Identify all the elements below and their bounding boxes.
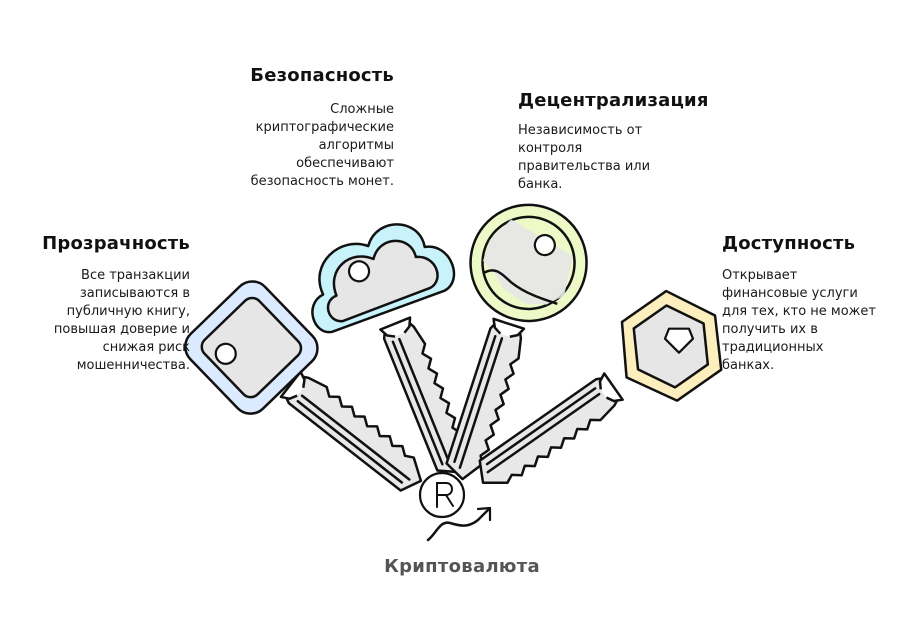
feature-description: Открывает финансовые услуги для тех, кто… (722, 268, 876, 373)
feature-decentralization: Децентрализация Независимость от контрол… (518, 90, 738, 194)
feature-description: Сложные криптографические алгоритмы обес… (250, 102, 394, 189)
key-security-icon (311, 223, 476, 482)
feature-title: Доступность (722, 233, 856, 254)
feature-accessibility: Доступность Открывает финансовые услуги … (722, 233, 902, 375)
feature-description: Все транзакции записываются в публичную … (53, 268, 190, 373)
feature-title: Безопасность (250, 65, 394, 86)
feature-title: Децентрализация (518, 90, 709, 111)
feature-description: Независимость от контроля правительства … (518, 123, 651, 192)
key-accessibility-icon (470, 289, 723, 498)
feature-security: Безопасность Сложные криптографические а… (214, 65, 394, 191)
key-transparency-icon (184, 280, 432, 498)
ruble-growth-icon (418, 471, 492, 542)
feature-transparency: Прозрачность Все транзакции записываются… (30, 233, 190, 375)
center-label: Криптовалюта (384, 556, 540, 577)
feature-title: Прозрачность (42, 233, 190, 254)
key-decentralization-icon (442, 203, 588, 486)
